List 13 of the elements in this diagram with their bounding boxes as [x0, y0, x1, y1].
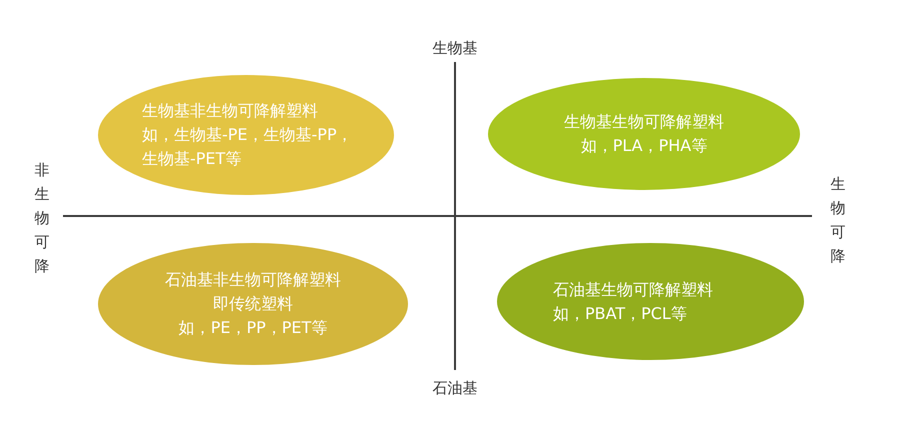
body-text: 如，生物基-PE，生物基-PP，生物基-PET等: [141, 124, 354, 170]
heading-text: 生物基非生物可降解塑料: [141, 100, 319, 122]
body-text: 即传统塑料: [212, 293, 294, 315]
axis-label: 非生物可降: [34, 160, 50, 277]
body-text: 如，PE，PP，PET等: [178, 317, 328, 339]
heading-text: 石油基生物可降解塑料: [552, 278, 714, 300]
axis-label: 生物可降: [830, 174, 846, 267]
heading-text: 生物基生物可降解塑料: [563, 111, 725, 133]
heading-text: 石油基非生物可降解塑料: [164, 269, 342, 291]
body-text: 如，PLA，PHA等: [580, 135, 708, 157]
axis-label: 石油基: [432, 378, 478, 398]
body-text: 如，PBAT，PCL等: [552, 302, 688, 324]
axis-label: 生物基: [432, 38, 478, 58]
